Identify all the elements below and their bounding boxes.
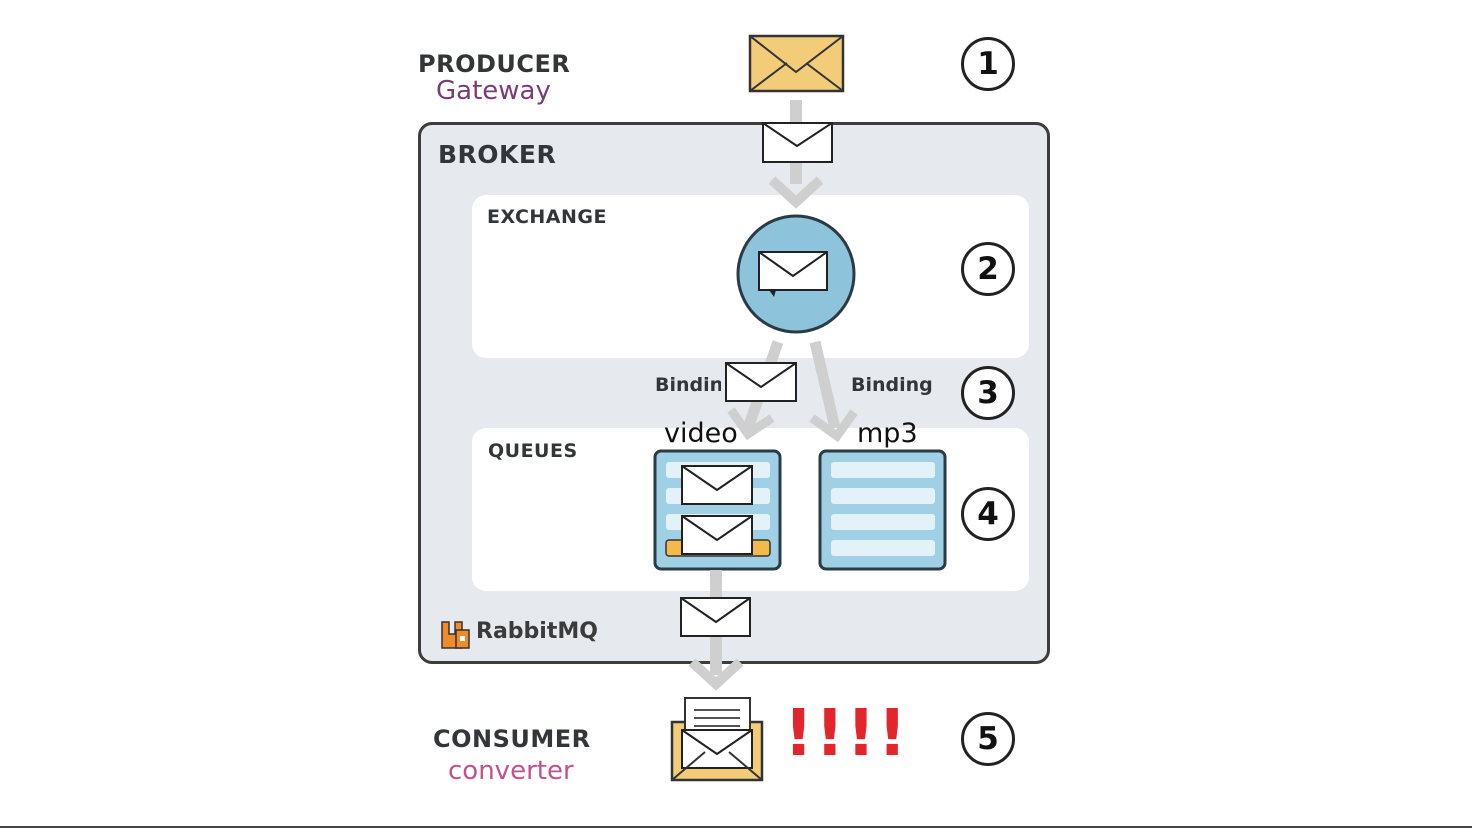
binding-label-left: Binding <box>655 374 721 396</box>
producer-title: PRODUCER <box>418 50 571 78</box>
rabbitmq-logo-icon <box>441 621 470 649</box>
binding-label-right: Binding <box>851 374 933 396</box>
exchange-title: EXCHANGE <box>487 206 607 228</box>
bottom-divider <box>0 826 1472 828</box>
video-queue-icon <box>653 449 782 571</box>
step-4-badge: 4 <box>961 487 1015 541</box>
binding-arrow-right <box>809 340 858 443</box>
producer-envelope-icon <box>748 34 845 93</box>
step-5-badge: 5 <box>961 712 1015 766</box>
open-envelope-icon <box>670 697 764 782</box>
message-envelope-icon <box>762 122 833 163</box>
alert-marks: !!!! <box>784 697 909 771</box>
mp3-queue-icon <box>818 449 947 571</box>
consumer-title: CONSUMER <box>433 725 591 753</box>
broker-title: BROKER <box>438 140 557 169</box>
producer-subtitle: Gateway <box>436 76 551 106</box>
consumer-subtitle: converter <box>448 756 574 786</box>
queue-name-mp3: mp3 <box>857 418 918 449</box>
step-3-badge: 3 <box>961 366 1015 420</box>
rabbitmq-brand: RabbitMQ <box>476 619 598 644</box>
queue-name-video: video <box>664 418 738 449</box>
consumed-message-envelope-icon <box>680 597 751 637</box>
step-1-badge: 1 <box>961 37 1015 91</box>
queues-title: QUEUES <box>488 440 578 462</box>
step-2-badge: 2 <box>961 242 1015 296</box>
routed-message-envelope-icon <box>725 362 797 402</box>
exchange-icon <box>736 214 856 334</box>
brand-text: RabbitMQ <box>476 619 598 644</box>
